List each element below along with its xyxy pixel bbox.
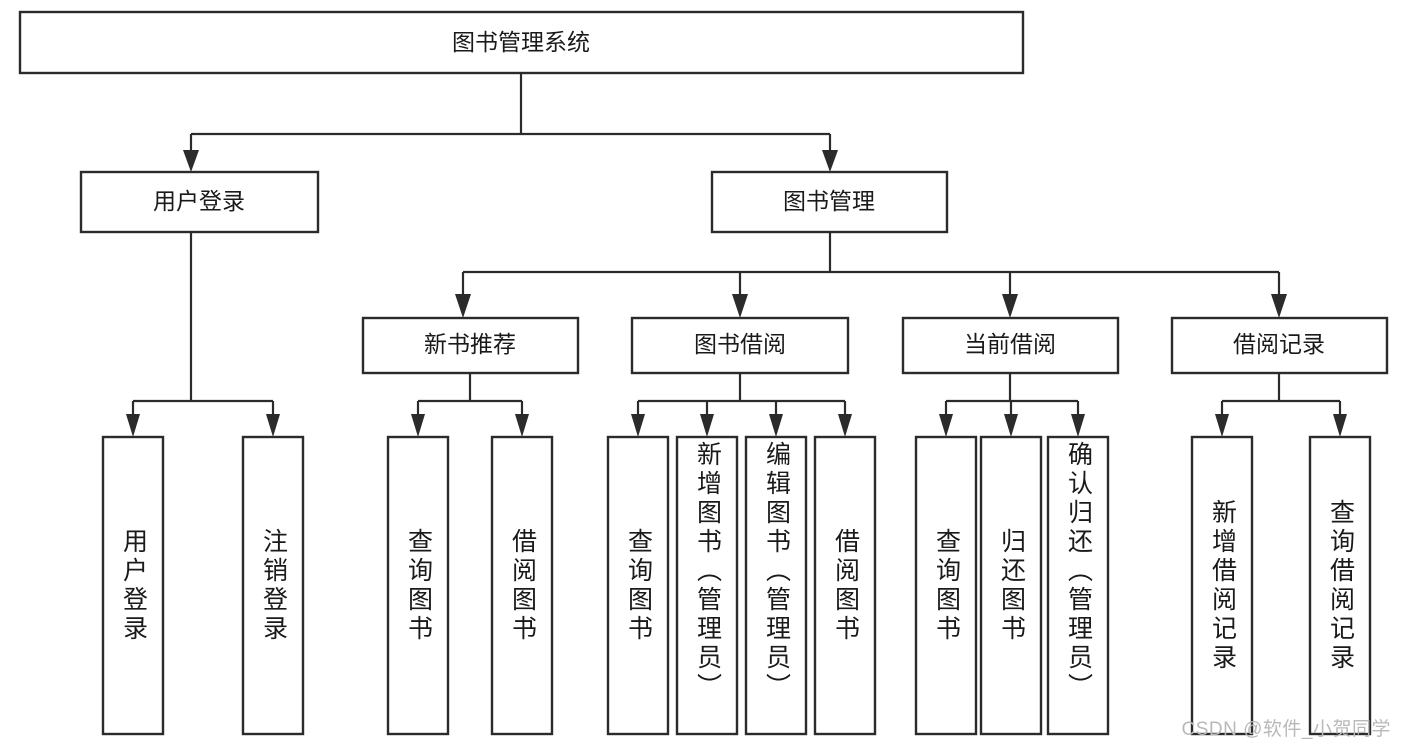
- node-borrow-record-label: 借阅记录: [1233, 331, 1325, 357]
- leaf-box-confirm-return-admin[interactable]: [1046, 435, 1110, 736]
- node-current-borrow[interactable]: [901, 316, 1120, 375]
- arrow-head-icon: [822, 150, 838, 172]
- arrow-head-icon: [1333, 414, 1347, 437]
- node-new-book-recommend[interactable]: [361, 316, 580, 375]
- watermark-text: CSDN @软件_小贺同学: [1181, 719, 1391, 740]
- arrow-head-icon: [939, 414, 953, 437]
- node-book-management-label: 图书管理: [783, 188, 875, 214]
- arrow-head-icon: [515, 414, 529, 437]
- node-borrow-record[interactable]: [1170, 316, 1389, 375]
- leaf-box-borrow-book-recommend[interactable]: [490, 435, 554, 736]
- arrow-head-icon: [838, 414, 852, 437]
- arrow-head-icon: [631, 414, 645, 437]
- arrow-head-icon: [1271, 294, 1287, 318]
- connectors-newbook-to-leaves: [411, 373, 529, 437]
- arrow-head-icon: [455, 294, 471, 318]
- arrow-head-icon: [1215, 414, 1229, 437]
- arrow-head-icon: [769, 414, 783, 437]
- node-user-login[interactable]: [79, 170, 320, 234]
- arrow-head-icon: [700, 414, 714, 437]
- arrow-head-icon: [1071, 414, 1085, 437]
- arrow-head-icon: [183, 150, 199, 172]
- leaf-box-query-borrow-record[interactable]: [1308, 435, 1372, 736]
- leaf-box-add-book-admin[interactable]: [675, 435, 739, 736]
- arrow-head-icon: [732, 294, 748, 318]
- leaf-box-query-book-current[interactable]: [914, 435, 978, 736]
- node-root-label: 图书管理系统: [452, 29, 590, 55]
- arrow-head-icon: [1004, 414, 1018, 437]
- leaf-box-user-login[interactable]: [101, 435, 165, 736]
- leaf-box-query-book-recommend[interactable]: [386, 435, 450, 736]
- node-book-borrow-label: 图书借阅: [694, 331, 786, 357]
- node-root-book-management-system[interactable]: [18, 10, 1025, 75]
- connectors-bookborrow-to-leaves: [631, 373, 852, 437]
- leaf-box-return-book[interactable]: [979, 435, 1043, 736]
- connectors-root-to-level2: [183, 73, 838, 172]
- leaf-box-add-borrow-record[interactable]: [1190, 435, 1254, 736]
- leaf-box-logout-login[interactable]: [241, 435, 305, 736]
- connectors-currentborrow-to-leaves: [939, 373, 1085, 437]
- connectors-borrowrecord-to-leaves: [1215, 373, 1347, 437]
- connectors-userlogin-to-leaves: [126, 232, 280, 437]
- leaf-box-borrow-book[interactable]: [813, 435, 877, 736]
- leaf-box-query-book-borrow[interactable]: [606, 435, 670, 736]
- connectors-level2-booksmgmt-to-level3: [455, 232, 1287, 318]
- arrow-head-icon: [266, 414, 280, 437]
- node-new-book-recommend-label: 新书推荐: [424, 331, 516, 357]
- node-current-borrow-label: 当前借阅: [964, 331, 1056, 357]
- leaf-box-edit-book-admin[interactable]: [744, 435, 808, 736]
- node-book-management[interactable]: [710, 170, 949, 234]
- arrow-head-icon: [126, 414, 140, 437]
- arrow-head-icon: [1002, 294, 1018, 318]
- node-user-login-label: 用户登录: [153, 188, 245, 214]
- node-book-borrow[interactable]: [630, 316, 850, 375]
- arrow-head-icon: [411, 414, 425, 437]
